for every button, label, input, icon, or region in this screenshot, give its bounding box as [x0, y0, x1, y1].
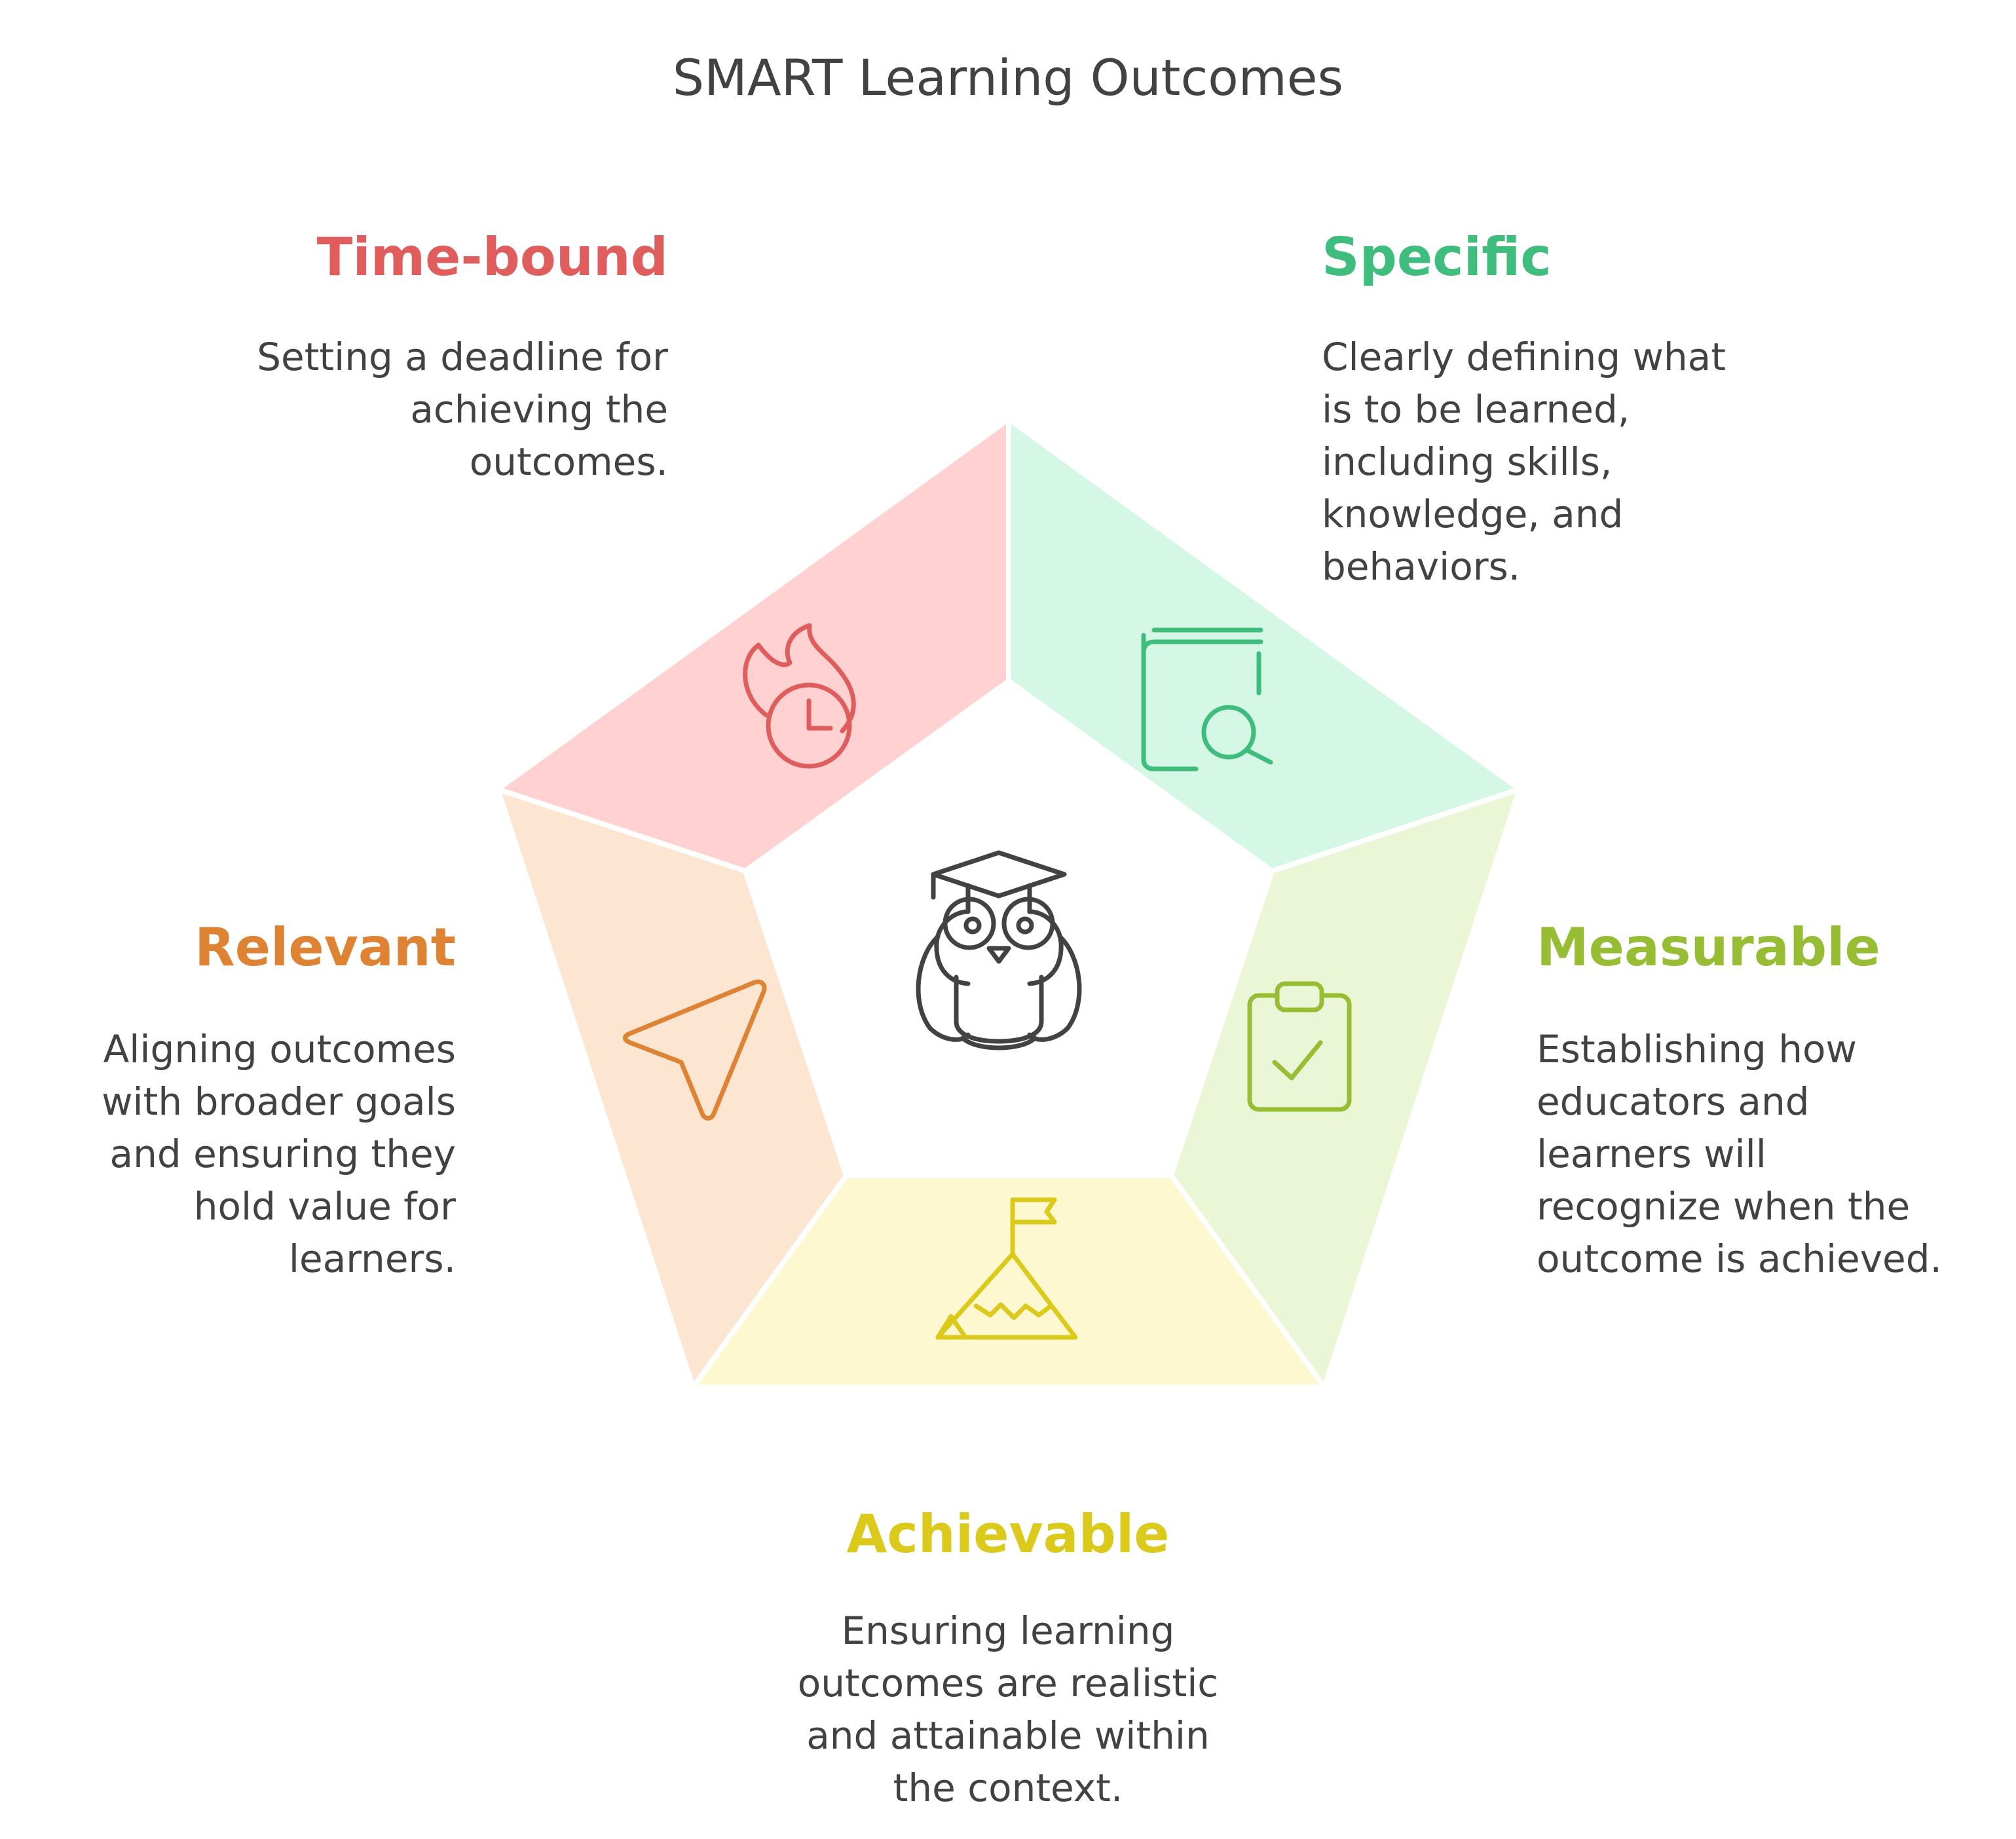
achievable-desc-line: Ensuring learning [842, 1608, 1175, 1653]
measurable-desc-line: educators and [1537, 1079, 1810, 1124]
measurable-desc-line: outcome is achieved. [1537, 1236, 1942, 1281]
measurable-desc-line: Establishing how [1537, 1027, 1857, 1071]
diagram-title: SMART Learning Outcomes [673, 48, 1343, 107]
segment-relevant[interactable] [493, 785, 849, 1393]
mountain-flag-icon [935, 1197, 1078, 1340]
segment-specific[interactable] [1006, 414, 1525, 874]
timebound-desc-line: Setting a deadline for [257, 335, 668, 379]
achievable-desc-line: and attainable within [806, 1713, 1210, 1758]
timebound-heading: Time-bound [317, 227, 668, 288]
measurable-desc-line: recognize when the [1537, 1184, 1910, 1229]
specific-desc-line: is to be learned, [1322, 387, 1630, 432]
relevant-heading: Relevant [195, 917, 456, 978]
specific-text: Specific Clearly defining what is to be … [1322, 227, 1726, 589]
specific-desc-line: Clearly defining what [1322, 335, 1726, 379]
relevant-desc-line: hold value for [194, 1184, 456, 1229]
clipboard-check-icon [1247, 981, 1352, 1112]
timebound-desc-line: outcomes. [470, 439, 668, 484]
specific-desc-line: knowledge, and [1322, 492, 1623, 536]
specific-heading: Specific [1322, 227, 1552, 288]
measurable-heading: Measurable [1537, 917, 1880, 978]
measurable-text: Measurable Establishing how educators an… [1537, 917, 1942, 1281]
owl-graduate-icon [916, 850, 1082, 1050]
navigation-arrow-icon [623, 979, 767, 1121]
relevant-desc-line: learners. [289, 1236, 456, 1281]
fire-clock-icon [743, 623, 856, 769]
timebound-text: Time-bound Setting a deadline for achiev… [257, 227, 668, 484]
segment-timebound[interactable] [492, 414, 1011, 874]
book-search-icon [1141, 627, 1273, 771]
relevant-desc-line: with broader goals [102, 1079, 456, 1124]
measurable-desc-line: learners will [1537, 1132, 1766, 1176]
pentagon [492, 414, 1525, 1393]
relevant-text: Relevant Aligning outcomes with broader … [102, 917, 456, 1281]
relevant-desc-line: and ensuring they [110, 1132, 456, 1176]
specific-desc-line: behaviors. [1322, 544, 1520, 589]
achievable-desc-line: the context. [893, 1766, 1123, 1810]
specific-desc-line: including skills, [1322, 439, 1612, 484]
achievable-heading: Achievable [846, 1504, 1169, 1565]
relevant-desc-line: Aligning outcomes [103, 1027, 456, 1071]
achievable-text: Achievable Ensuring learning outcomes ar… [798, 1504, 1218, 1810]
achievable-desc-line: outcomes are realistic [798, 1661, 1218, 1705]
timebound-desc-line: achieving the [410, 387, 668, 432]
